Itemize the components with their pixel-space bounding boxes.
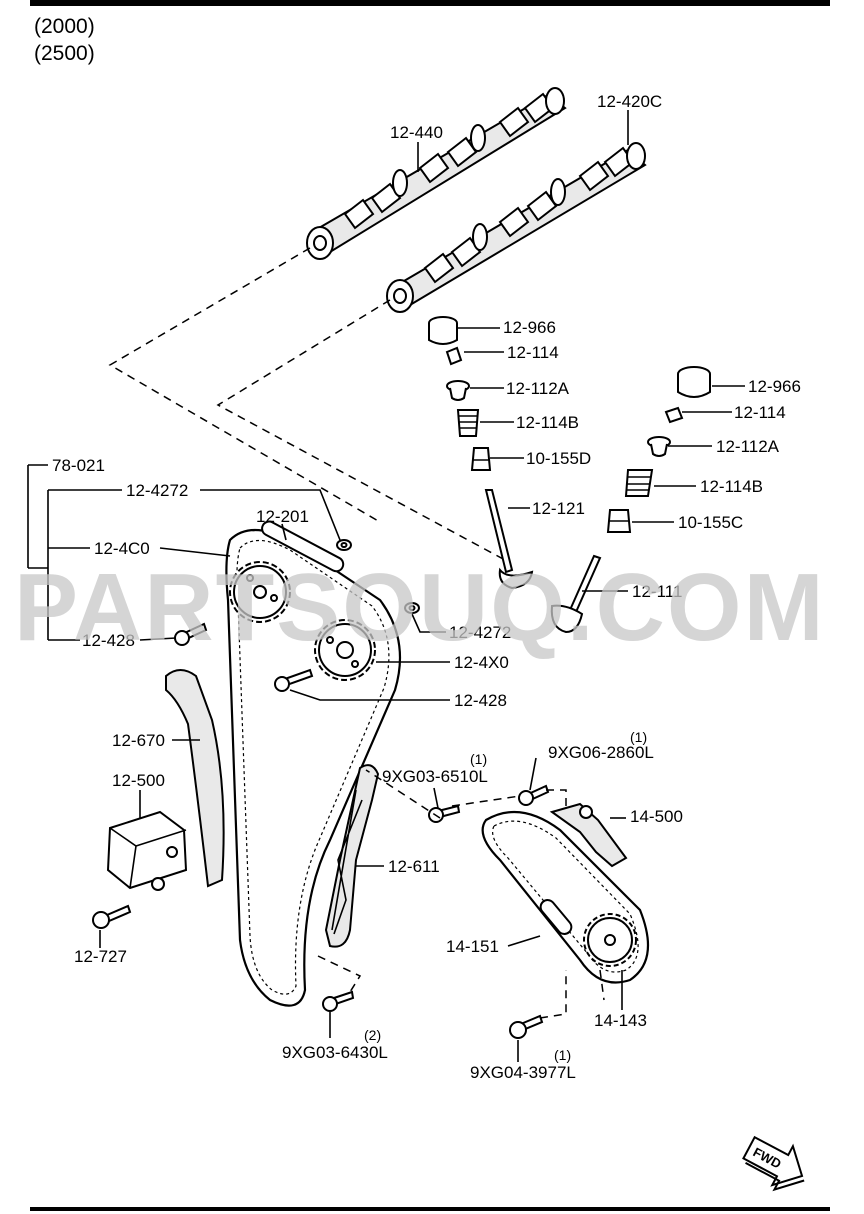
label-spring-a: 12-114B bbox=[516, 413, 579, 432]
label-oilpump-chain: 14-151 bbox=[446, 937, 499, 956]
label-spring-b: 12-114B bbox=[700, 477, 763, 496]
fwd-arrow-icon: FWD bbox=[742, 1135, 805, 1192]
seal-a[interactable] bbox=[470, 447, 492, 471]
oilpump-tensioner[interactable] bbox=[549, 802, 628, 868]
header-line2: (2500) bbox=[34, 42, 95, 65]
watermark: PARTSOUQ.COM bbox=[14, 554, 826, 661]
label-bolt-mid: 12-428 bbox=[454, 691, 507, 710]
leader-lines bbox=[27, 110, 745, 1062]
label-sprocket-intake: 12-4X0 bbox=[454, 653, 509, 672]
valve-a[interactable] bbox=[484, 489, 534, 590]
bolt-mid[interactable] bbox=[274, 668, 314, 692]
label-tensioner: 12-500 bbox=[112, 771, 165, 790]
label-bolt-oilpump-top: 9XG06-2860L bbox=[548, 743, 654, 762]
camshaft-intake[interactable] bbox=[386, 142, 647, 313]
seal-b[interactable] bbox=[606, 509, 632, 533]
bolt-guide-bottom[interactable] bbox=[322, 990, 355, 1012]
valve-train-b bbox=[550, 366, 711, 634]
label-cam-exhaust: 12-440 bbox=[390, 123, 443, 142]
label-guide-right: 12-611 bbox=[388, 857, 440, 876]
label-bolt-guide-bottom-qty: (2) bbox=[364, 1027, 381, 1043]
labels: 12-440 12-420C 12-966 12-114 12-112A 12-… bbox=[52, 92, 801, 1082]
label-oilpump-tensioner: 14-500 bbox=[630, 807, 683, 826]
label-bolt-left: 12-428 bbox=[82, 631, 135, 650]
spring-a[interactable] bbox=[456, 409, 480, 437]
label-bolt-oilpump-top-qty: (1) bbox=[630, 729, 647, 745]
valve-train-a bbox=[428, 316, 534, 590]
bolt-oilpump-sprocket[interactable] bbox=[509, 1014, 544, 1039]
label-bolt-guide-right-qty: (1) bbox=[470, 751, 487, 767]
label-bolt-oilpump-sprocket-qty: (1) bbox=[554, 1047, 571, 1063]
label-key-b: 12-114 bbox=[734, 403, 786, 422]
label-tappet-a: 12-966 bbox=[503, 318, 556, 337]
timing-chain[interactable] bbox=[225, 519, 402, 1007]
oilpump-chain[interactable] bbox=[481, 810, 650, 984]
label-sprocket-exhaust: 12-4C0 bbox=[94, 539, 150, 558]
label-seat-b: 12-112A bbox=[716, 437, 780, 456]
sprocket-intake[interactable] bbox=[314, 619, 376, 681]
tensioner[interactable] bbox=[106, 810, 188, 891]
label-valve-a: 12-121 bbox=[532, 499, 585, 518]
top-rule bbox=[30, 0, 830, 6]
washer-top[interactable] bbox=[336, 539, 352, 551]
bottom-rule bbox=[30, 1207, 830, 1211]
guide-right[interactable] bbox=[324, 764, 380, 948]
alignment-line-exhaust bbox=[108, 247, 381, 523]
label-kit: 78-021 bbox=[52, 456, 105, 475]
label-guide-left: 12-670 bbox=[112, 731, 165, 750]
label-seat-a: 12-112A bbox=[506, 379, 570, 398]
tappet-b[interactable] bbox=[677, 366, 711, 398]
bolt-left[interactable] bbox=[174, 622, 208, 646]
bolt-tensioner[interactable] bbox=[92, 904, 132, 929]
label-oilpump-sprocket: 14-143 bbox=[594, 1011, 647, 1030]
key-a[interactable] bbox=[445, 346, 463, 366]
washer-mid[interactable] bbox=[404, 602, 420, 614]
label-tappet-b: 12-966 bbox=[748, 377, 801, 396]
label-key-a: 12-114 bbox=[507, 343, 559, 362]
key-b[interactable] bbox=[664, 406, 684, 424]
label-seal-a: 10-155D bbox=[526, 449, 591, 468]
label-bolt-oilpump-sprocket: 9XG04-3977L bbox=[470, 1063, 576, 1082]
oilpump-sprocket[interactable] bbox=[583, 913, 637, 967]
label-washer-top: 12-4272 bbox=[126, 481, 188, 500]
label-cam-intake: 12-420C bbox=[597, 92, 662, 111]
seat-a[interactable] bbox=[446, 380, 470, 401]
label-chain: 12-201 bbox=[256, 507, 309, 526]
seat-b[interactable] bbox=[647, 436, 671, 457]
label-bolt-tensioner: 12-727 bbox=[74, 947, 127, 966]
spring-b[interactable] bbox=[624, 469, 654, 497]
guide-left[interactable] bbox=[165, 669, 225, 888]
label-seal-b: 10-155C bbox=[678, 513, 743, 532]
bolt-oilpump-top[interactable] bbox=[518, 784, 550, 806]
label-bolt-guide-right: 9XG03-6510L bbox=[382, 767, 488, 786]
label-bolt-guide-bottom: 9XG03-6430L bbox=[282, 1043, 388, 1062]
label-washer-mid: 12-4272 bbox=[449, 623, 511, 642]
label-valve-b: 12-111 bbox=[632, 582, 682, 601]
sprocket-exhaust[interactable] bbox=[229, 561, 291, 623]
valve-b[interactable] bbox=[550, 554, 602, 634]
alignment-line-intake bbox=[216, 299, 506, 561]
camshaft-exhaust[interactable] bbox=[306, 87, 567, 260]
header-line1: (2000) bbox=[34, 15, 95, 38]
tappet-a[interactable] bbox=[428, 316, 458, 345]
